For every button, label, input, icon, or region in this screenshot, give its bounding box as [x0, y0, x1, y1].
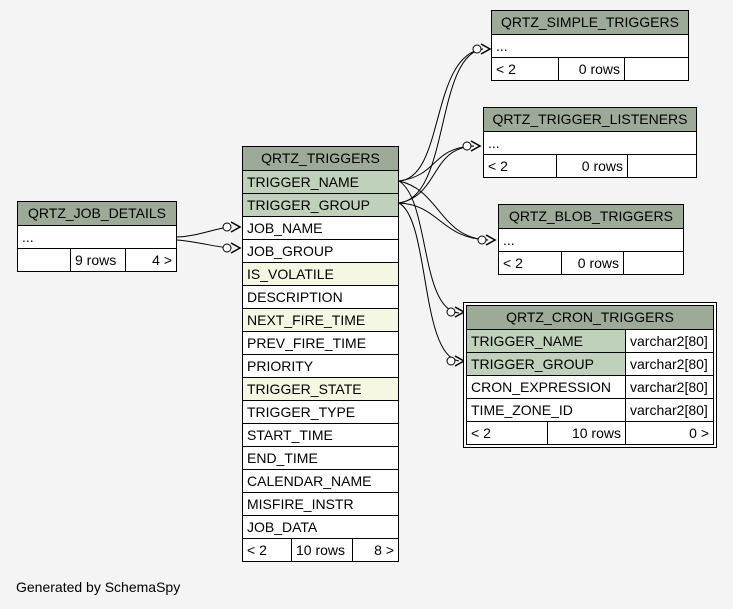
column-type: varchar2[80]	[625, 376, 713, 398]
column-row[interactable]: MISFIRE_INSTR	[243, 492, 398, 515]
column-row[interactable]: TRIGGER_STATE	[243, 377, 398, 400]
child-count[interactable]: 8 >	[352, 539, 398, 561]
child-count[interactable]: 4 >	[125, 249, 176, 271]
parent-count[interactable]: < 2	[471, 425, 491, 441]
column-row[interactable]: TRIGGER_GROUP	[243, 193, 398, 216]
table-qrtz-simple-triggers[interactable]: QRTZ_SIMPLE_TRIGGERS ... < 2 0 rows	[491, 10, 689, 81]
column-row[interactable]: PREV_FIRE_TIME	[243, 331, 398, 354]
column-row[interactable]: START_TIME	[243, 423, 398, 446]
child-count[interactable]: 0 >	[625, 422, 713, 444]
parent-count[interactable]: < 2	[247, 542, 267, 558]
column-row[interactable]: END_TIME	[243, 446, 398, 469]
row-count: 9 rows	[70, 249, 125, 271]
table-title[interactable]: QRTZ_SIMPLE_TRIGGERS	[492, 11, 688, 34]
child-count	[623, 252, 683, 274]
column-row[interactable]: TRIGGER_NAME	[243, 170, 398, 193]
column-name[interactable]: CRON_EXPRESSION	[471, 379, 612, 395]
child-count	[624, 58, 688, 80]
column-name[interactable]: TIME_ZONE_ID	[471, 402, 573, 418]
generated-by-footer: Generated by SchemaSpy	[16, 579, 181, 595]
column-name[interactable]: TRIGGER_GROUP	[471, 356, 594, 372]
row-count: 0 rows	[556, 155, 627, 177]
column-row[interactable]: JOB_NAME	[243, 216, 398, 239]
ellipsis-row: ...	[484, 131, 696, 154]
table-qrtz-trigger-listeners[interactable]: QRTZ_TRIGGER_LISTENERS ... < 2 0 rows	[483, 107, 697, 178]
column-type: varchar2[80]	[625, 353, 713, 375]
table-qrtz-triggers[interactable]: QRTZ_TRIGGERS TRIGGER_NAME TRIGGER_GROUP…	[242, 146, 399, 562]
column-row[interactable]: NEXT_FIRE_TIME	[243, 308, 398, 331]
row-count: 0 rows	[561, 252, 623, 274]
parent-count	[18, 249, 70, 271]
ellipsis-row: ...	[18, 225, 176, 248]
column-row[interactable]: CALENDAR_NAME	[243, 469, 398, 492]
column-row[interactable]: JOB_GROUP	[243, 239, 398, 262]
parent-count[interactable]: < 2	[503, 255, 523, 271]
table-qrtz-blob-triggers[interactable]: QRTZ_BLOB_TRIGGERS ... < 2 0 rows	[498, 204, 684, 275]
row-count: 10 rows	[291, 539, 352, 561]
column-row[interactable]: PRIORITY	[243, 354, 398, 377]
table-title[interactable]: QRTZ_CRON_TRIGGERS	[467, 306, 713, 329]
column-row[interactable]: IS_VOLATILE	[243, 262, 398, 285]
column-type: varchar2[80]	[625, 399, 713, 421]
parent-count[interactable]: < 2	[496, 61, 516, 77]
parent-count[interactable]: < 2	[488, 158, 508, 174]
table-qrtz-cron-triggers[interactable]: QRTZ_CRON_TRIGGERS TRIGGER_NAME varchar2…	[463, 302, 717, 448]
table-title[interactable]: QRTZ_BLOB_TRIGGERS	[499, 205, 683, 228]
row-count: 0 rows	[558, 58, 624, 80]
table-title[interactable]: QRTZ_TRIGGERS	[243, 147, 398, 170]
column-row[interactable]: DESCRIPTION	[243, 285, 398, 308]
child-count	[627, 155, 696, 177]
column-name[interactable]: TRIGGER_NAME	[471, 333, 584, 349]
ellipsis-row: ...	[492, 34, 688, 57]
column-row[interactable]: TRIGGER_TYPE	[243, 400, 398, 423]
column-row[interactable]: JOB_DATA	[243, 515, 398, 538]
table-qrtz-job-details[interactable]: QRTZ_JOB_DETAILS ... 9 rows 4 >	[17, 201, 177, 272]
column-type: varchar2[80]	[625, 330, 713, 352]
table-title[interactable]: QRTZ_JOB_DETAILS	[18, 202, 176, 225]
ellipsis-row: ...	[499, 228, 683, 251]
table-title[interactable]: QRTZ_TRIGGER_LISTENERS	[484, 108, 696, 131]
row-count: 10 rows	[547, 422, 625, 444]
